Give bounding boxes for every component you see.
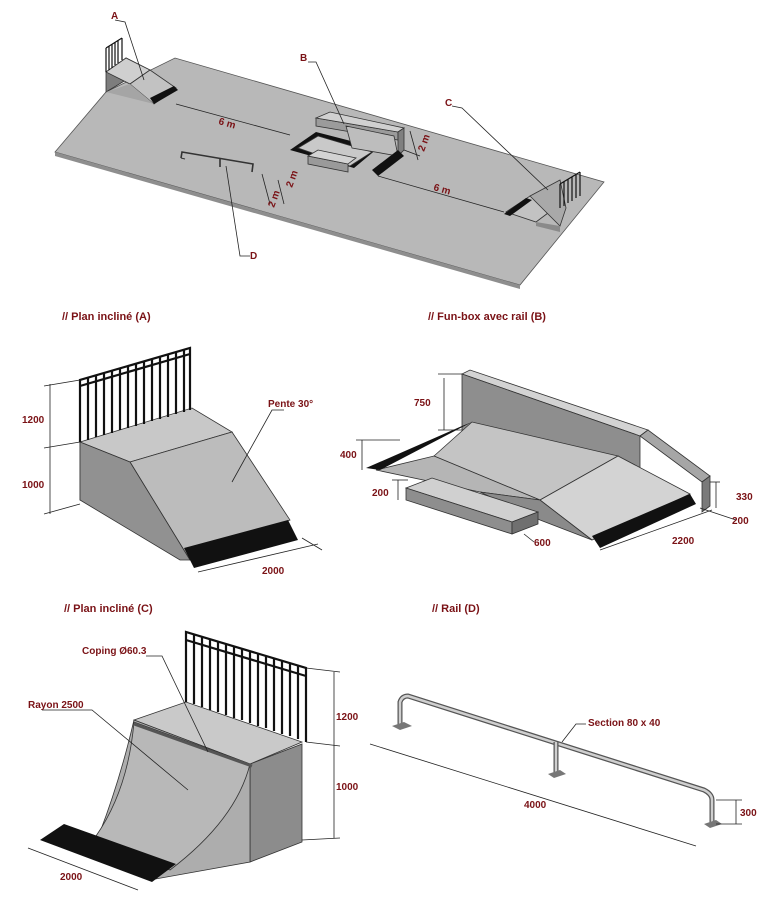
dim-left: 6 m — [217, 116, 237, 131]
marker-b: B — [300, 53, 307, 64]
marker-a: A — [111, 11, 118, 22]
panel-c-radius: Rayon 2500 — [28, 700, 84, 711]
panel-a-slope: Pente 30° — [268, 399, 313, 410]
panel-a-title: // Plan incliné (A) — [62, 311, 151, 323]
marker-d: D — [250, 251, 257, 262]
module-d — [180, 151, 254, 173]
funbox-step-end — [511, 511, 539, 535]
panel-b-wall-height: 750 — [414, 398, 431, 409]
panel-b-rail-height: 330 — [736, 492, 753, 503]
funbox-wall-end — [701, 475, 711, 513]
panel-a-fence-height: 1200 — [22, 415, 45, 426]
funbox-right-coping — [592, 494, 696, 548]
fence-c — [559, 171, 581, 208]
panel-a-dims — [43, 379, 323, 573]
marker-c: C — [445, 98, 452, 109]
panel-c-fence-height: 1200 — [336, 712, 359, 723]
panel-b-dims — [356, 373, 737, 551]
rail-d-detail — [392, 693, 722, 828]
ramp-a-coping — [184, 520, 298, 568]
panel-a-length: 2000 — [262, 566, 285, 577]
panel-c-deck-height: 1000 — [336, 782, 359, 793]
overview-dimensions — [175, 103, 505, 213]
fence-a — [105, 37, 123, 72]
overview-leaders — [114, 19, 549, 257]
panel-d-dims — [369, 743, 742, 847]
panel-d-section: Section 80 x 40 — [588, 718, 661, 729]
ramp-a-side-tri — [79, 441, 191, 561]
panel-c-dims — [27, 667, 341, 891]
panel-a: // Plan incliné (A) — [22, 311, 323, 577]
panel-b-title: // Fun-box avec rail (B) — [428, 311, 546, 323]
panel-b-box-height: 400 — [340, 450, 357, 461]
panel-a-deck-height: 1000 — [22, 480, 45, 491]
quarter-coping — [133, 722, 253, 768]
panel-b-step-height: 200 — [372, 488, 389, 499]
panel-c: // Plan incliné (C) — [27, 603, 359, 891]
dim-right: 6 m — [432, 182, 452, 197]
module-b — [290, 111, 406, 176]
quarter-back — [249, 743, 303, 863]
slab-front-edge — [55, 152, 520, 289]
funbox-left-coping — [366, 422, 472, 470]
quarter-black-strip — [40, 824, 176, 882]
panel-c-coping: Coping Ø60.3 — [82, 646, 147, 657]
panel-d: // Rail (D) Section 80 x 40 4000 300 — [369, 603, 757, 847]
panel-d-title: // Rail (D) — [432, 603, 480, 615]
fence-c-detail — [184, 630, 308, 742]
module-a — [105, 37, 178, 105]
fence-a-detail — [78, 346, 192, 442]
panel-b-rail-width: 200 — [732, 516, 749, 527]
overview-plan: 6 m 6 m 2 m 2 m 2 m A B C D — [54, 11, 605, 289]
panel-b-step-depth: 600 — [534, 538, 551, 549]
panel-d-length: 4000 — [524, 800, 547, 811]
module-c — [504, 171, 581, 232]
panel-b-length: 2200 — [672, 536, 695, 547]
panel-c-title: // Plan incliné (C) — [64, 603, 153, 615]
panel-d-height: 300 — [740, 808, 757, 819]
panel-b: // Fun-box avec rail (B) — [340, 311, 753, 551]
panel-c-length: 2000 — [60, 872, 83, 883]
